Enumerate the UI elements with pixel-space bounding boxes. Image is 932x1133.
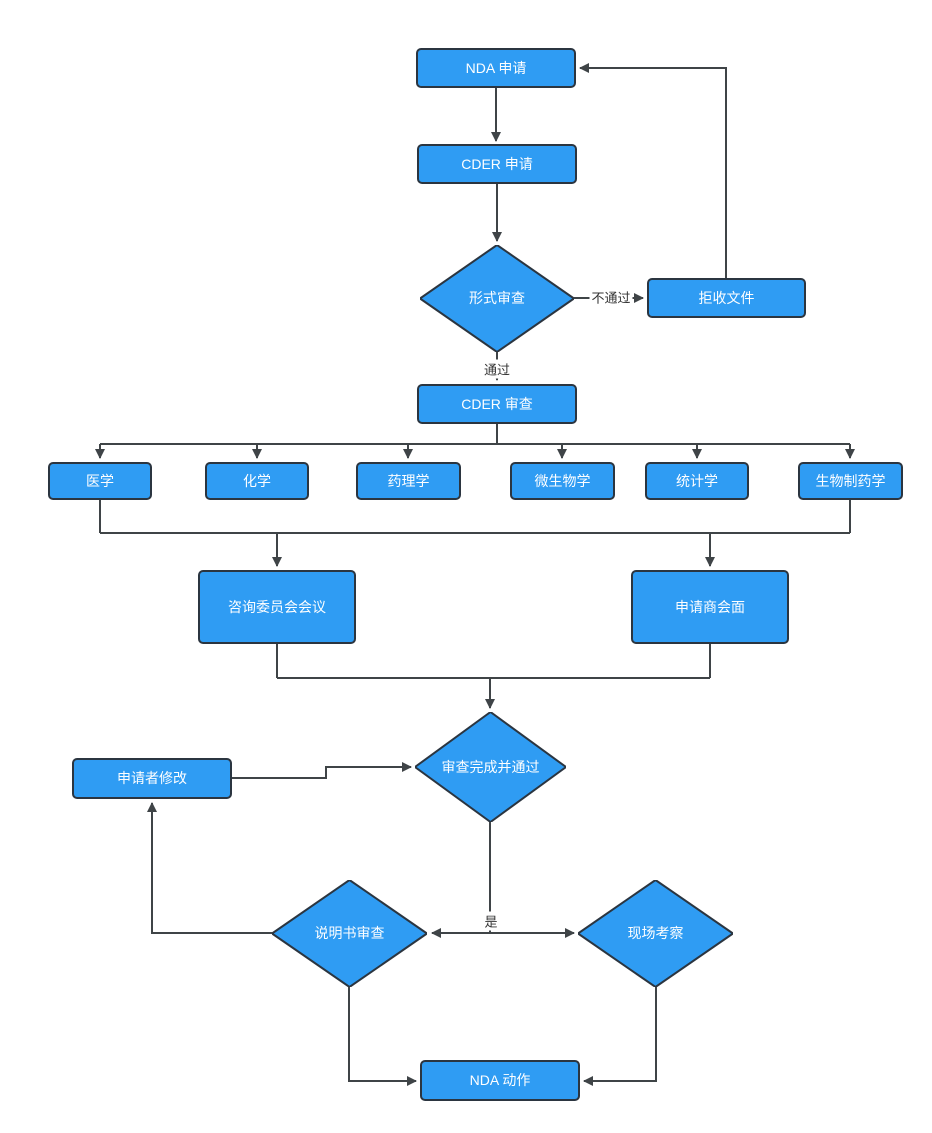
node-microbiology[interactable]: 微生物学	[510, 462, 615, 500]
node-applicant-revision[interactable]: 申请者修改	[72, 758, 232, 799]
diamond-icon	[420, 245, 574, 352]
node-label: CDER 申请	[461, 155, 533, 172]
node-cder-application[interactable]: CDER 申请	[417, 144, 577, 184]
edge-label-pass: 通过	[481, 359, 513, 379]
node-label: 微生物学	[534, 472, 591, 489]
diamond-icon	[272, 880, 427, 987]
connector-revision-to-review-diamond	[232, 762, 412, 779]
node-formal-review[interactable]: 形式审查	[420, 245, 574, 352]
node-site-inspection[interactable]: 现场考察	[578, 880, 733, 987]
node-label: 咨询委员会会议	[228, 598, 326, 615]
node-label: 化学	[243, 472, 271, 489]
node-nda-application[interactable]: NDA 申请	[416, 48, 576, 88]
node-label: 药理学	[387, 472, 430, 489]
node-cder-review[interactable]: CDER 审查	[417, 384, 577, 424]
node-advisory-committee-meeting[interactable]: 咨询委员会会议	[198, 570, 356, 644]
node-statistics[interactable]: 统计学	[645, 462, 749, 500]
node-label: CDER 审查	[461, 395, 533, 412]
node-nda-action[interactable]: NDA 动作	[420, 1060, 580, 1101]
node-pharmacology[interactable]: 药理学	[356, 462, 461, 500]
node-reject-documents[interactable]: 拒收文件	[647, 278, 806, 318]
node-label: 拒收文件	[698, 289, 755, 306]
edge-label-yes: 是	[482, 911, 500, 931]
connector-label-review-to-revision	[147, 802, 272, 934]
node-label: 形式审查	[469, 290, 525, 307]
node-biopharmaceutics[interactable]: 生物制药学	[798, 462, 903, 500]
node-label: 生物制药学	[815, 472, 886, 489]
node-label: 说明书审查	[314, 925, 385, 942]
connector-label-review-to-nda-action	[348, 987, 417, 1086]
node-label: NDA 动作	[469, 1072, 531, 1089]
node-label-review[interactable]: 说明书审查	[272, 880, 427, 987]
node-label: 现场考察	[627, 925, 684, 942]
connector-reject-to-nda-app	[579, 63, 727, 278]
node-label: NDA 申请	[465, 59, 527, 76]
diamond-icon	[578, 880, 733, 987]
connector-site-inspection-to-nda-action	[583, 987, 657, 1086]
node-label: 申请者修改	[117, 770, 187, 787]
node-sponsor-meeting[interactable]: 申请商会面	[631, 570, 789, 644]
edge-label-fail: 不通过	[589, 287, 633, 307]
node-label: 统计学	[676, 472, 718, 489]
node-label: 医学	[86, 472, 114, 489]
node-medicine[interactable]: 医学	[48, 462, 152, 500]
node-label: 申请商会面	[675, 598, 745, 615]
diamond-icon	[415, 712, 566, 822]
node-review-complete-passed[interactable]: 审查完成并通过	[415, 712, 566, 822]
node-label: 审查完成并通过	[441, 758, 540, 775]
node-chemistry[interactable]: 化学	[205, 462, 309, 500]
